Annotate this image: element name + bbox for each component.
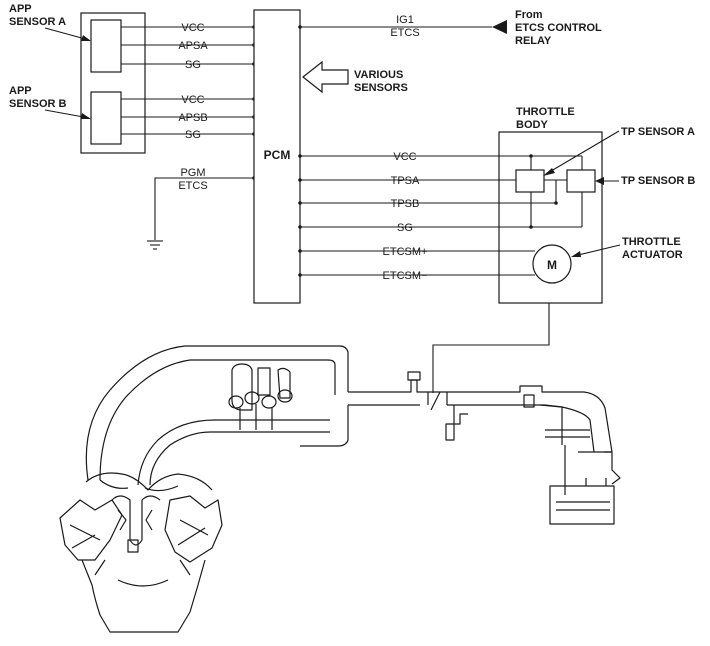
app-sensor-assembly (80, 12, 146, 154)
wire-label-tb-vcc: VCC (393, 151, 416, 163)
throttle-body-label-2: BODY (516, 119, 548, 131)
wire-label-etcs: ETCS (178, 180, 207, 192)
sensors-label: SENSORS (354, 82, 408, 94)
wire-label-tb-sg: SG (397, 222, 413, 234)
throttle-linkage-line (432, 303, 550, 393)
tp-sensor-a-label: TP SENSOR A (621, 126, 695, 138)
app-sensor-a-arrowhead (81, 35, 91, 41)
wire-label-app-b-apsb: APSB (178, 112, 207, 124)
app-sensor-b-title-1: APP (9, 85, 32, 97)
throttle-actuator-label-2: ACTUATOR (622, 249, 683, 261)
arrow-left-icon (492, 20, 507, 34)
pcm-box (253, 9, 301, 304)
wire-label-app-a-sg: SG (185, 59, 201, 71)
various-label: VARIOUS (354, 69, 403, 81)
ground-icon (147, 240, 163, 250)
pgm-etcs-wire (154, 177, 254, 240)
wire-label-app-a-vcc: VCC (181, 22, 204, 34)
wire-label-app-b-sg: SG (185, 129, 201, 141)
wire-label-tpsa: TPSA (391, 175, 420, 187)
app-sensor-b-title-2: SENSOR B (9, 98, 67, 110)
throttle-body-label-1: THROTTLE (516, 106, 575, 118)
relay-label: RELAY (515, 35, 552, 47)
engine-illustration (59, 345, 621, 633)
app-sensor-a-title-2: SENSOR A (9, 16, 66, 28)
throttle-actuator-label-1: THROTTLE (622, 236, 681, 248)
from-label: From (515, 9, 543, 21)
app-sensor-a-title-1: APP (9, 3, 32, 15)
app-sensor-a-element (90, 19, 122, 73)
wire-label-ig1-etcs: ETCS (390, 27, 419, 39)
wire-label-etcsm-plus: ETCSM+ (383, 246, 428, 258)
wire-label-tpsb: TPSB (391, 198, 420, 210)
tp-sensor-b-element (566, 169, 596, 193)
motor-symbol: M (547, 258, 557, 272)
motor-icon (532, 244, 572, 284)
etcs-control-label: ETCS CONTROL (515, 22, 602, 34)
app-sensor-b-arrowhead (81, 113, 91, 119)
wire-label-app-b-vcc: VCC (181, 94, 204, 106)
wire-label-ig1: IG1 (396, 14, 414, 26)
tp-sensor-a-leader (545, 130, 620, 175)
tp-sensor-b-label: TP SENSOR B (621, 175, 695, 187)
app-sensor-b-element (90, 91, 122, 145)
wire-label-pgm: PGM (180, 167, 205, 179)
block-arrow-icon (302, 60, 349, 94)
wire-label-app-a-apsa: APSA (178, 40, 208, 52)
app-sensor-a-leader (44, 27, 90, 41)
tp-sensor-wiring (499, 154, 583, 229)
throttle-actuator-leader (573, 244, 621, 257)
tp-sensor-a-element (515, 169, 545, 193)
wire-label-etcsm-minus: ETCSM− (383, 270, 428, 282)
throttle-wires (298, 154, 499, 277)
pcm-label: PCM (264, 148, 291, 162)
